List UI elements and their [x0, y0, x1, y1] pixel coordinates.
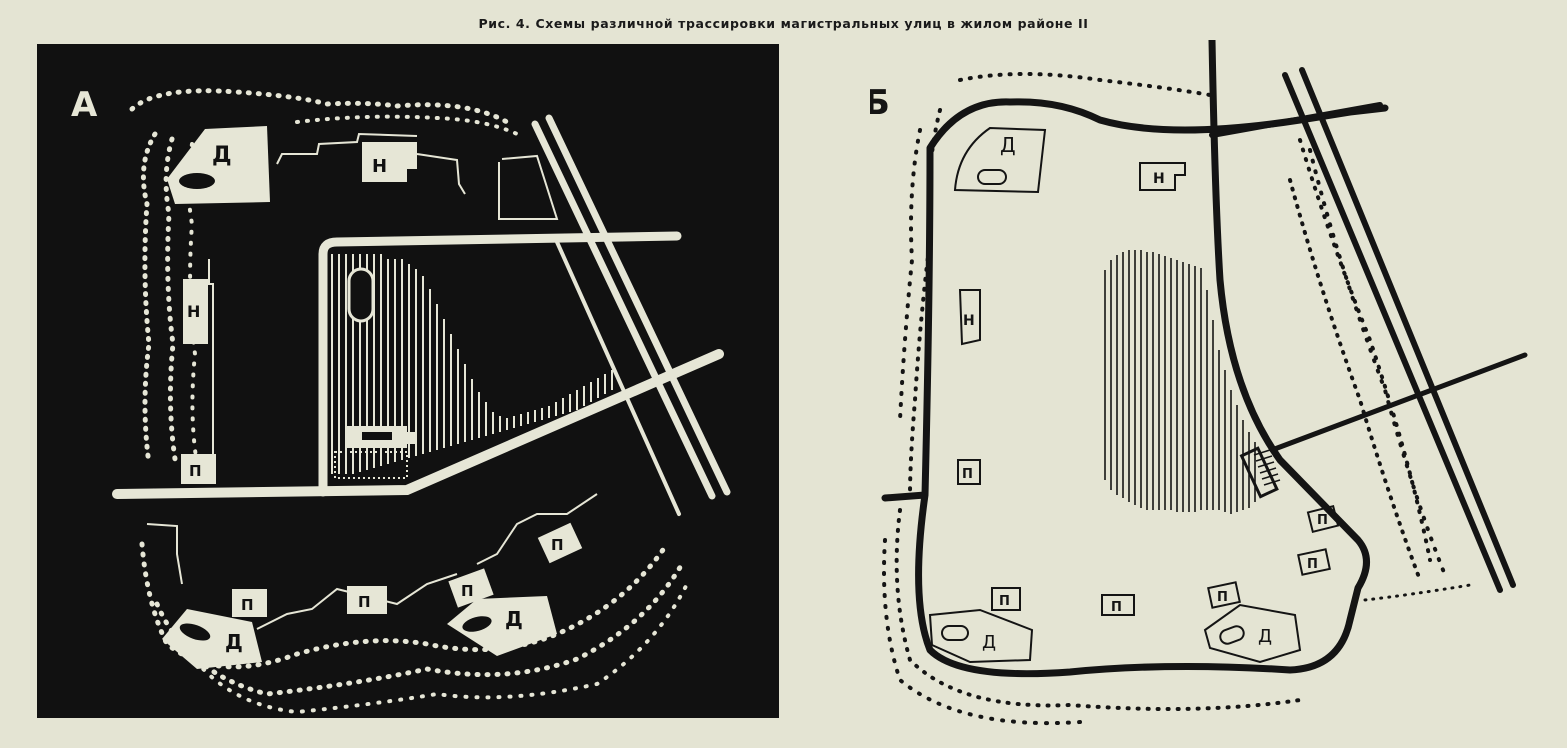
building-label: П	[1307, 557, 1318, 572]
building-label: П	[962, 467, 973, 482]
building-label: Д	[1258, 626, 1272, 647]
school-block-s	[447, 596, 557, 656]
street-network	[112, 114, 731, 516]
highway-east-2	[545, 114, 731, 496]
building-p1	[957, 459, 981, 485]
building-label: Н	[372, 156, 387, 177]
building-p3	[347, 586, 387, 614]
building-label: Д	[982, 632, 996, 653]
building-p5	[537, 522, 583, 564]
building-label: П	[551, 536, 564, 554]
main-street-loop	[318, 231, 682, 497]
building-label: Н	[187, 302, 200, 321]
building-n2	[183, 279, 208, 344]
highway-east	[1209, 67, 1528, 593]
building-label: Д	[212, 143, 232, 168]
building-label: Д	[225, 630, 243, 654]
park-pavilion	[1239, 446, 1281, 499]
building-label: Д	[1000, 133, 1016, 157]
green-belt-west	[129, 88, 510, 125]
building-label: П	[1317, 513, 1328, 528]
park-hatching	[1104, 250, 1256, 514]
building-label: П	[358, 593, 371, 611]
building-n1	[1139, 162, 1186, 191]
school-block-sw	[928, 608, 1034, 664]
park-pavilion-grid	[334, 451, 408, 479]
building-label: П	[461, 582, 474, 600]
building-p5	[1297, 548, 1331, 576]
building-label: Д	[505, 607, 523, 631]
stadium-ellipse	[347, 267, 375, 323]
outer-ring-road	[881, 40, 1389, 678]
main-street-west	[112, 349, 724, 499]
building-n2	[958, 289, 981, 346]
building-p4	[1207, 581, 1241, 609]
school-block-se	[1203, 603, 1302, 664]
highway-east-1	[531, 120, 716, 500]
figure-caption: Рис. 4. Схемы различной трассировки маги…	[478, 16, 1089, 31]
building-p4	[448, 568, 494, 608]
building-label: Н	[1153, 171, 1165, 187]
building-label: П	[241, 596, 254, 614]
buildings: Д Н Н П П П П П Д Д	[162, 126, 583, 669]
scheme-a-label: А	[71, 85, 98, 125]
central-park	[331, 254, 613, 479]
building-n1	[362, 142, 407, 182]
building-label: Н	[963, 313, 975, 329]
building-p2	[991, 587, 1021, 611]
building-label: П	[1111, 600, 1122, 615]
scheme-a-diagram: А Д Н Н П П П П	[37, 44, 779, 718]
scheme-b-diagram: Б	[870, 40, 1528, 726]
building-p6	[1306, 504, 1340, 534]
building-p1	[181, 454, 216, 484]
building-p2	[232, 589, 267, 617]
building-label: П	[189, 462, 202, 480]
building-label: П	[1217, 590, 1228, 605]
building-p3	[1101, 594, 1135, 616]
scheme-b-label: Б	[870, 83, 890, 123]
buildings: Д Н Н П П П П П П Д Д	[928, 126, 1340, 664]
building-label: П	[999, 594, 1010, 609]
school-block-nw	[953, 126, 1047, 194]
